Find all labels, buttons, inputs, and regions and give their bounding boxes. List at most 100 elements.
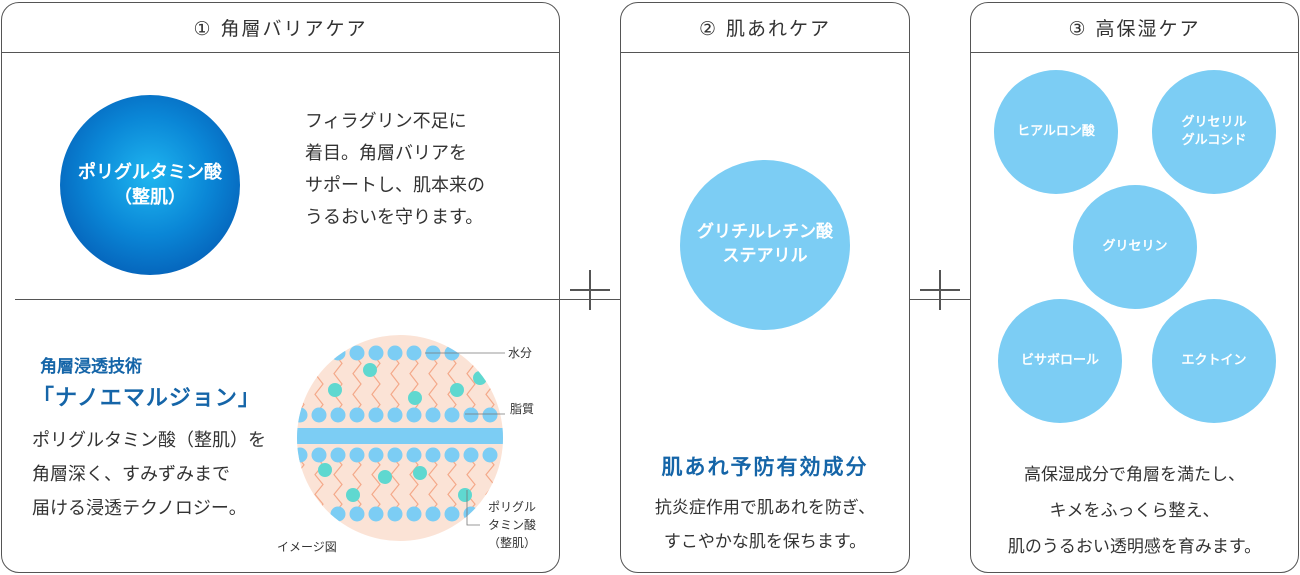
lipid-head	[330, 407, 346, 423]
polyglutamic-particle	[378, 470, 392, 484]
lipid-head	[311, 345, 327, 361]
polyglutamic-particle	[363, 363, 377, 377]
ingredient-label: ヒアルロン酸	[1017, 123, 1095, 139]
lipid-tail	[447, 454, 457, 515]
polyglutamic-particle	[318, 463, 332, 477]
ingredient-circle-hyaluronic-acid: ヒアルロン酸	[994, 70, 1118, 194]
rough-skin-description: 抗炎症作用で肌あれを防ぎ、 すこやかな肌を保ちます。	[621, 491, 909, 559]
desc-line: すこやかな肌を保ちます。	[663, 532, 867, 552]
lipid-tail	[390, 454, 400, 515]
lipid-head	[368, 506, 384, 522]
desc-line: 角層深く、すみずみまで	[32, 464, 230, 485]
lipid-head	[330, 345, 346, 361]
sphere-label-line2: （整肌）	[114, 187, 186, 208]
emulsion-illustration	[297, 335, 505, 541]
technology-name: 「ナノエマルジョン」	[32, 386, 261, 411]
ingredient-label: グリセリル	[1181, 114, 1247, 130]
polyglutamic-particle	[458, 488, 472, 502]
label-water: 水分	[508, 346, 533, 360]
desc-line: キメをふっくら整え、	[1049, 501, 1220, 521]
lipid-head	[463, 447, 479, 463]
pga-leader-line	[466, 490, 480, 526]
lipid-head	[425, 407, 441, 423]
ingredient-circle-glycerin: グリセリン	[1073, 185, 1197, 309]
ingredient-label: グリセリン	[1102, 238, 1168, 254]
lipid-tail	[297, 352, 305, 416]
lipid-head	[406, 447, 422, 463]
lipid-head	[297, 447, 308, 463]
lipid-head	[330, 506, 346, 522]
lipid-head	[406, 345, 422, 361]
lipid-tail	[428, 352, 438, 416]
lipid-head	[406, 506, 422, 522]
lipid-tail	[371, 352, 381, 416]
polyglutamic-particle	[473, 371, 487, 385]
label-polyglutamic: ポリグル タミン酸 （整肌）	[488, 500, 537, 550]
polyglutamic-particle	[408, 391, 422, 405]
lipid-tail	[390, 352, 400, 416]
desc-line: サポートし、肌本来の	[305, 175, 485, 196]
lipid-head	[387, 447, 403, 463]
ingredient-label: エクトイン	[1181, 352, 1247, 368]
lipid-tail	[297, 454, 305, 515]
nano-emulsion-diagram: 水分 脂質 ポリグル タミン酸 （整肌） イメージ図	[277, 330, 555, 570]
lipid-head	[349, 407, 365, 423]
lipid-head	[482, 407, 498, 423]
lipid-head	[444, 447, 460, 463]
lipid-head	[463, 407, 479, 423]
label-lipid: 脂質	[510, 402, 535, 416]
lipid-tail	[409, 352, 419, 416]
technology-description: ポリグルタミン酸（整肌）を 角層深く、すみずみまで 届ける浸透テクノロジー。	[32, 424, 266, 526]
panel-title: ① 角層バリアケア	[2, 3, 559, 53]
lipid-tail	[352, 352, 362, 416]
circle-label-line1: グリチルレチン酸	[697, 222, 833, 243]
desc-line: ポリグルタミン酸（整肌）を	[32, 430, 266, 451]
lipid-head	[368, 447, 384, 463]
lipid-head	[387, 345, 403, 361]
desc-line: 着目。角層バリアを	[305, 143, 467, 164]
desc-line: 届ける浸透テクノロジー。	[32, 498, 247, 519]
lipid-tail	[466, 454, 476, 515]
polyglutamic-particle	[328, 383, 342, 397]
water-band	[297, 428, 503, 444]
moisture-description: 高保湿成分で角層を満たし、 キメをふっくら整え、 肌のうるおい透明感を育みます。	[971, 457, 1298, 565]
panel-title: ③ 高保湿ケア	[971, 3, 1298, 53]
circle-label-line2: ステアリル	[722, 246, 808, 266]
ingredient-circle-bisabolol: ビサボロール	[998, 299, 1122, 423]
lipid-head	[444, 506, 460, 522]
lipid-head	[297, 345, 308, 361]
plus-icon	[570, 270, 610, 310]
plus-icon	[920, 270, 960, 310]
lipid-head	[406, 407, 422, 423]
stearyl-glycyrrhetinate-circle: グリチルレチン酸 ステアリル	[680, 160, 850, 330]
desc-line: 肌のうるおい透明感を育みます。	[1007, 537, 1262, 557]
ingredient-label: ビサボロール	[1020, 352, 1099, 368]
lipid-head	[387, 407, 403, 423]
lipid-head	[387, 506, 403, 522]
desc-line: フィラグリン不足に	[305, 111, 467, 132]
lipid-head	[311, 407, 327, 423]
ingredient-label: グルコシド	[1181, 133, 1247, 148]
lipid-tail	[371, 454, 381, 515]
ingredient-circle-ectoin: エクトイン	[1152, 299, 1276, 423]
desc-line: うるおいを守ります。	[305, 207, 484, 228]
lipid-head	[368, 345, 384, 361]
lipid-head	[297, 506, 308, 522]
desc-line: 抗炎症作用で肌あれを防ぎ、	[654, 498, 876, 518]
lipid-tail	[428, 454, 438, 515]
lipid-head	[349, 506, 365, 522]
lipid-head	[368, 407, 384, 423]
lipid-head	[444, 407, 460, 423]
lipid-tail	[333, 352, 343, 416]
lipid-head	[425, 506, 441, 522]
sphere-label-line1: ポリグルタミン酸	[78, 161, 222, 183]
lipid-tail	[333, 454, 343, 515]
active-ingredient-heading: 肌あれ予防有効成分	[661, 455, 869, 479]
lipid-head	[330, 447, 346, 463]
polyglutamic-particle	[346, 488, 360, 502]
polyglutamic-particle	[450, 383, 464, 397]
panel-title: ② 肌あれケア	[621, 3, 909, 53]
lipid-head	[349, 345, 365, 361]
lipid-head	[311, 447, 327, 463]
lipid-tail	[352, 454, 362, 515]
